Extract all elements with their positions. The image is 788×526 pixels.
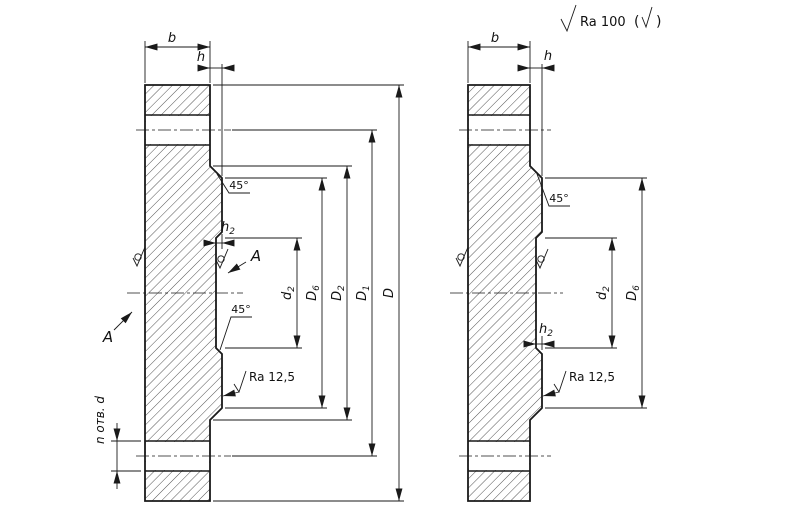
- dim-d2-right: d2: [545, 237, 617, 349]
- no-machining-symbol-right-recess: [535, 248, 549, 270]
- view-label-a-side: A: [102, 328, 113, 346]
- dim-label-h: h: [197, 50, 205, 65]
- dim-h2-right: h2: [523, 322, 555, 350]
- no-machining-symbol-left-face: [132, 246, 146, 268]
- flange-outline: [144, 84, 223, 502]
- chamfer-note-inner: 45°: [219, 303, 252, 351]
- dim-label-h2: h2: [221, 220, 235, 237]
- dim-h2: h2: [203, 220, 235, 249]
- dim-D6: D6: [225, 177, 327, 409]
- holes-note: n отв. d: [93, 396, 141, 489]
- holes-note-label: n отв. d: [93, 396, 107, 444]
- no-machining-symbol-left-recess: [215, 248, 229, 270]
- dim-b-right: b: [467, 31, 531, 83]
- surface-roughness-note-right: Ra 12,5: [542, 370, 615, 397]
- paren-open: (: [634, 14, 639, 30]
- general-roughness-value: Ra 100: [580, 15, 626, 30]
- left-view: b h h2 d2 D6: [93, 31, 404, 502]
- flange-outline-right: [467, 84, 543, 502]
- view-arrow-a-top: A: [227, 247, 261, 274]
- chamfer-note-right: 45°: [536, 173, 570, 207]
- no-machining-symbol-right-face: [455, 246, 469, 268]
- dim-label-d2-right: d2: [595, 286, 612, 300]
- view-arrow-a-side: A: [102, 311, 133, 346]
- dim-h: h: [197, 50, 235, 176]
- roughness-check-small-icon: [641, 6, 653, 29]
- dim-b: b: [144, 31, 211, 83]
- dim-label-D6: D6: [305, 285, 322, 301]
- dim-D6-right: D6: [545, 177, 647, 409]
- dim-d2: d2: [225, 237, 302, 349]
- dim-label-b: b: [168, 31, 176, 46]
- dim-label-D1: D1: [355, 285, 372, 301]
- surface-roughness-label-left: Ra 12,5: [249, 370, 295, 384]
- view-label-a-top: A: [250, 247, 261, 265]
- dim-label-h2-right: h2: [539, 322, 553, 339]
- dim-label-h-right: h: [544, 49, 552, 64]
- dim-h-right: h: [517, 49, 555, 176]
- bolt-hole-bottom-right: [459, 440, 551, 472]
- dim-label-D2: D2: [330, 285, 347, 301]
- chamfer-top-label: 45°: [229, 179, 249, 192]
- paren-close: ): [656, 14, 661, 30]
- bolt-hole-top: [136, 114, 231, 146]
- dim-D2: D2: [213, 165, 352, 421]
- surface-roughness-label-right: Ra 12,5: [569, 370, 615, 384]
- bolt-hole-top-right: [459, 114, 551, 146]
- surface-roughness-note-left: Ra 12,5: [222, 370, 295, 397]
- dim-D1: D1: [232, 129, 377, 457]
- bolt-hole-bottom: [136, 440, 231, 472]
- chamfer-inner-label: 45°: [231, 303, 251, 316]
- right-view: b h 45° h2 d2: [450, 31, 647, 502]
- dim-D: D: [213, 84, 404, 502]
- chamfer-label-right: 45°: [549, 192, 569, 205]
- chamfer-note-top: 45°: [216, 173, 250, 194]
- dim-label-D: D: [382, 288, 397, 298]
- dim-label-d2: d2: [280, 286, 297, 300]
- dim-label-b-right: b: [491, 31, 499, 46]
- dim-label-D6-right: D6: [625, 285, 642, 301]
- general-roughness-note: Ra 100 ( ): [560, 4, 661, 33]
- roughness-check-icon: [560, 4, 577, 33]
